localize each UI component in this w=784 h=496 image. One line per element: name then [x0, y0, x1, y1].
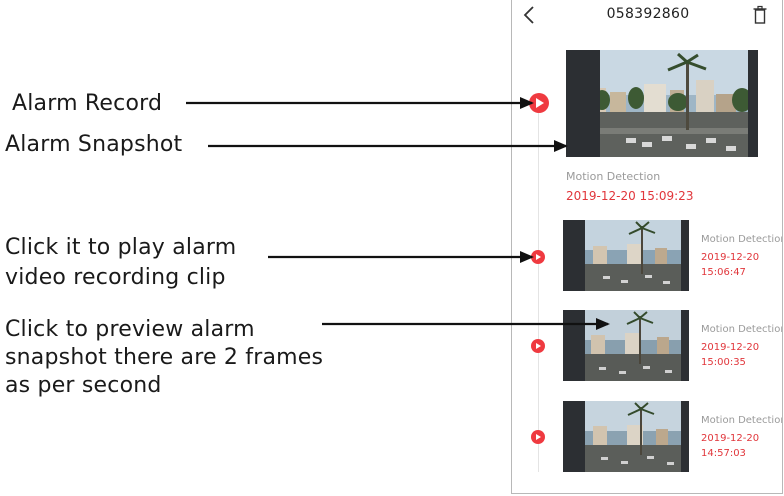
- play-record-button[interactable]: [531, 250, 545, 264]
- event-datetime: 2019-12-20 15:09:23: [566, 189, 694, 203]
- play-record-button[interactable]: [531, 339, 545, 353]
- annotation-preview-line2: snapshot there are 2 frames: [5, 345, 324, 370]
- city-scene-image: [563, 220, 689, 291]
- alarm-snapshot-thumbnail[interactable]: [563, 310, 689, 381]
- annotation-preview-line1: Click to preview alarm: [5, 317, 255, 342]
- alarm-snapshot-thumbnail[interactable]: [566, 50, 758, 157]
- alarm-snapshot-thumbnail[interactable]: [563, 401, 689, 472]
- event-time: 14:57:03: [701, 448, 746, 459]
- event-time: 15:06:47: [701, 267, 746, 278]
- annotation-alarm-record: Alarm Record: [12, 91, 163, 116]
- play-icon: [536, 343, 542, 349]
- annotation-play-clip-line1: Click it to play alarm: [5, 235, 237, 260]
- event-type-label: Motion Detection: [701, 415, 783, 426]
- timeline-line: [538, 110, 539, 472]
- alarm-snapshot-thumbnail[interactable]: [563, 220, 689, 291]
- annotation-alarm-snapshot: Alarm Snapshot: [5, 132, 183, 157]
- city-scene-image: [566, 50, 758, 157]
- header-bar: 058392860: [512, 0, 782, 34]
- event-date: 2019-12-20: [701, 433, 760, 444]
- city-scene-image: [563, 401, 689, 472]
- play-icon: [536, 98, 544, 108]
- trash-icon[interactable]: [752, 5, 768, 25]
- chevron-left-icon[interactable]: [520, 4, 538, 26]
- play-record-button[interactable]: [529, 93, 549, 113]
- alarm-message-screen: 058392860: [511, 0, 783, 494]
- event-type-label: Motion Detection: [701, 324, 783, 335]
- event-date: 2019-12-20: [701, 342, 760, 353]
- city-scene-image: [563, 310, 689, 381]
- device-id-title: 058392860: [606, 6, 690, 22]
- event-type-label: Motion Detection: [566, 170, 661, 183]
- play-icon: [536, 434, 542, 440]
- event-time: 15:00:35: [701, 357, 746, 368]
- annotation-preview-line3: as per second: [5, 373, 162, 398]
- annotation-play-clip-line2: video recording clip: [5, 265, 226, 290]
- event-type-label: Motion Detection: [701, 234, 783, 245]
- play-record-button[interactable]: [531, 430, 545, 444]
- event-date: 2019-12-20: [701, 252, 760, 263]
- play-icon: [536, 254, 542, 260]
